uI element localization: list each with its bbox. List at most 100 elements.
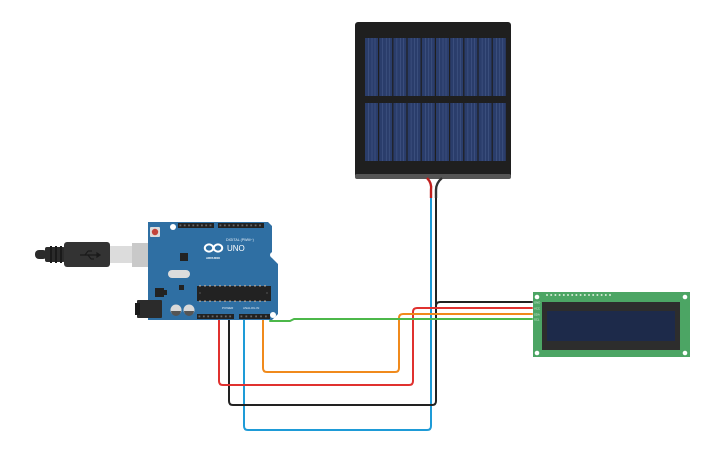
header-pin <box>205 224 208 227</box>
solar-cell <box>407 103 421 161</box>
header-pin <box>188 224 190 227</box>
solar-cell <box>421 103 435 161</box>
header-pin <box>201 224 203 227</box>
lcd-header-pin <box>571 294 574 296</box>
chip-pin <box>254 300 256 302</box>
chip-pin <box>244 285 246 287</box>
header-pin <box>254 224 257 227</box>
analog-header <box>239 314 270 319</box>
lcd-pin-label: SDA <box>534 313 540 317</box>
solar-cell <box>407 38 421 96</box>
header-pin <box>245 315 248 318</box>
lcd-header-pin <box>588 294 590 296</box>
solar-cell <box>365 38 378 96</box>
solar-cell <box>365 103 378 161</box>
solar-cell <box>450 103 464 161</box>
chip-pin <box>229 300 231 302</box>
arduino-brand: ARDUINO <box>206 256 221 260</box>
header-pin <box>183 224 186 227</box>
header-pin <box>219 224 222 227</box>
chip-pin <box>259 285 261 287</box>
mount-hole <box>682 294 688 300</box>
header-pin <box>232 224 235 227</box>
mount-hole <box>270 312 276 318</box>
power-header <box>197 314 234 319</box>
solar-cell <box>492 38 506 96</box>
solar-cell <box>464 38 478 96</box>
header-pin <box>207 315 210 318</box>
chip-pin <box>224 300 226 302</box>
chip-pin <box>209 285 211 287</box>
wire-black[interactable] <box>228 197 437 406</box>
digital-header <box>178 223 214 228</box>
chip-pin <box>199 285 201 287</box>
lcd-pin-label: VCC <box>534 307 540 311</box>
wires <box>218 197 533 431</box>
usb-chip <box>180 253 188 261</box>
header-pin <box>198 315 201 318</box>
solar-cell <box>464 103 478 161</box>
solar-panel-bottom-edge <box>355 174 511 179</box>
atmega-chip <box>197 286 271 301</box>
lcd-pin-label: SCL <box>534 318 540 322</box>
dc-power-jack[interactable] <box>137 300 162 318</box>
lcd-pin-labels: GND VCC SDA SCL <box>534 301 540 322</box>
chip-pin <box>249 300 251 302</box>
header-pin <box>223 224 226 227</box>
mount-hole <box>682 350 688 356</box>
arduino-uno[interactable]: DIGITAL (PWM~) UNO ARDUINO POWER ANALOG … <box>135 222 278 320</box>
analog-header-label: ANALOG IN <box>243 306 259 310</box>
lcd-16x2[interactable]: GND VCC SDA SCL <box>533 292 690 357</box>
chip-pin <box>254 285 256 287</box>
solar-cell <box>450 38 464 96</box>
header-pin <box>259 224 261 227</box>
lcd-header-pin <box>546 294 548 296</box>
header-pin <box>250 315 253 318</box>
mount-hole <box>170 224 176 230</box>
chip-pin <box>224 285 226 287</box>
mount-hole <box>534 294 540 300</box>
header-pin <box>224 315 227 318</box>
lcd-header-pin <box>554 294 557 296</box>
chip-pin <box>204 285 206 287</box>
chip-pin <box>204 300 206 302</box>
chip-pin <box>214 300 216 302</box>
header-pin <box>237 224 239 227</box>
lcd-header-pin <box>579 294 582 296</box>
header-pin <box>179 224 182 227</box>
power-header-label: POWER <box>222 306 234 310</box>
wire-black-lcd[interactable] <box>435 301 533 307</box>
wire-red[interactable] <box>218 307 533 386</box>
header-pin <box>216 315 218 318</box>
solar-cell <box>379 103 393 161</box>
chip-pin <box>234 285 236 287</box>
solar-cell <box>436 38 449 96</box>
solar-cell <box>421 38 435 96</box>
solar-cell <box>478 38 492 96</box>
chip-pin <box>244 300 246 302</box>
wire-blue[interactable] <box>243 197 432 431</box>
header-pin <box>192 224 195 227</box>
lcd-header-pin <box>604 294 607 296</box>
solar-cell <box>478 103 492 161</box>
solar-cell <box>379 38 393 96</box>
header-pin <box>229 315 232 318</box>
wire-green[interactable] <box>269 318 533 322</box>
solar-lead-black <box>434 177 443 198</box>
lcd-header-pin <box>592 294 595 296</box>
usb-cable-end <box>35 250 47 259</box>
digital-header-2 <box>218 223 264 228</box>
lcd-header-pin <box>562 294 565 296</box>
solar-lead-red <box>426 177 433 198</box>
header-pin <box>245 224 248 227</box>
usb-icon <box>80 250 102 260</box>
chip-pin <box>239 285 241 287</box>
header-pin <box>220 315 223 318</box>
solar-panel[interactable] <box>355 22 511 198</box>
usb-cable[interactable] <box>35 242 154 267</box>
chip-pin <box>214 285 216 287</box>
digital-header-label: DIGITAL (PWM~) <box>226 238 254 242</box>
arduino-logo <box>203 243 224 253</box>
wire-orange[interactable] <box>262 313 533 373</box>
lcd-pin-label: GND <box>534 301 540 305</box>
